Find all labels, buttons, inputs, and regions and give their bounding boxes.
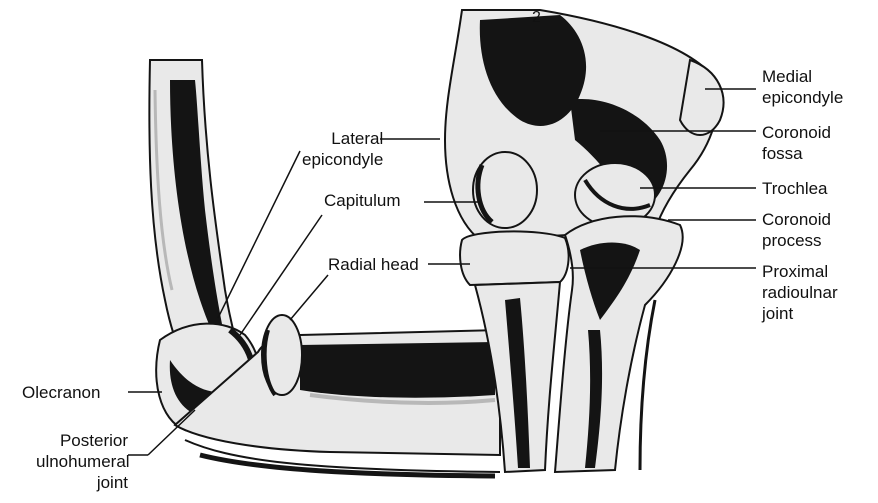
label-coronoid-process: Coronoid process — [762, 209, 831, 251]
label-line: Medial — [762, 66, 843, 87]
label-line: Coronoid — [762, 209, 831, 230]
leader-radial-head-diag — [290, 275, 328, 320]
label-medial-epicondyle: Medial epicondyle — [762, 66, 843, 108]
label-radial-head: Radial head — [328, 254, 419, 275]
label-line: process — [762, 230, 831, 251]
label-line: Olecranon — [22, 382, 100, 403]
label-line: Trochlea — [762, 178, 828, 199]
leader-lateral-epicondyle-diag — [218, 151, 300, 318]
label-line: ulnohumeral — [36, 451, 128, 472]
label-line: fossa — [762, 143, 831, 164]
ulna-edge-shade — [640, 300, 655, 470]
label-lateral-epicondyle: Lateral epicondyle — [302, 128, 383, 170]
forearm-lower-shade — [200, 455, 495, 476]
capitulum-shape — [473, 152, 537, 228]
label-line: epicondyle — [302, 149, 383, 170]
label-line: Proximal — [762, 261, 838, 282]
label-proximal-radioulnar-joint: Proximal radioulnar joint — [762, 261, 838, 324]
label-olecranon: Olecranon — [22, 382, 100, 403]
radial-head-anterior — [460, 231, 569, 285]
label-line: epicondyle — [762, 87, 843, 108]
label-trochlea: Trochlea — [762, 178, 828, 199]
label-line: Lateral — [302, 128, 383, 149]
forearm-shadow-1 — [300, 342, 495, 398]
label-posterior-ulnohumeral-joint: Posterior ulnohumeral joint — [36, 430, 128, 493]
label-line: Coronoid — [762, 122, 831, 143]
label-line: Capitulum — [324, 190, 401, 211]
label-line: Posterior — [36, 430, 128, 451]
label-capitulum: Capitulum — [324, 190, 401, 211]
label-line: joint — [36, 472, 128, 493]
label-coronoid-fossa: Coronoid fossa — [762, 122, 831, 164]
label-line: joint — [762, 303, 838, 324]
figure-number: 2 — [532, 9, 541, 26]
label-line: Radial head — [328, 254, 419, 275]
label-line: radioulnar — [762, 282, 838, 303]
